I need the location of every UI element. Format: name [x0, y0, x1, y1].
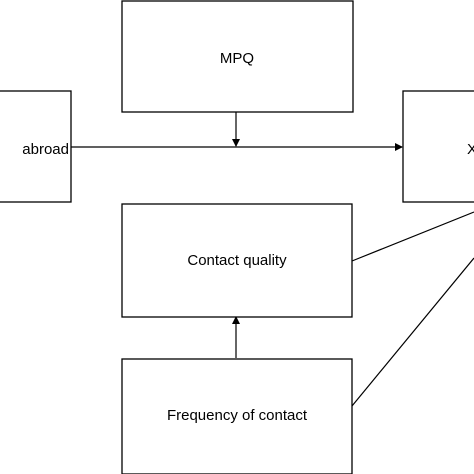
node-mpq-box [121, 0, 354, 113]
edge-contact-quality-to-outcome [351, 211, 474, 262]
node-contact-quality-box [121, 203, 353, 318]
node-contact-quality-label: Contact quality [187, 252, 287, 269]
node-abroad-label: abroad [22, 141, 69, 158]
edge-frequency-to-outcome [351, 257, 474, 407]
node-abroad: abroad [0, 90, 72, 203]
node-abroad-box [0, 90, 72, 203]
node-outcome-box [402, 90, 474, 203]
node-outcome-label: X [467, 141, 474, 158]
node-frequency-of-contact-label: Frequency of contact [167, 407, 308, 424]
node-mpq-label: MPQ [220, 50, 254, 67]
node-frequency-of-contact: Frequency of contact [121, 358, 353, 474]
node-outcome: X [402, 90, 474, 203]
node-mpq: MPQ [121, 0, 354, 113]
node-frequency-of-contact-box [121, 358, 353, 474]
node-contact-quality: Contact quality [121, 203, 353, 318]
